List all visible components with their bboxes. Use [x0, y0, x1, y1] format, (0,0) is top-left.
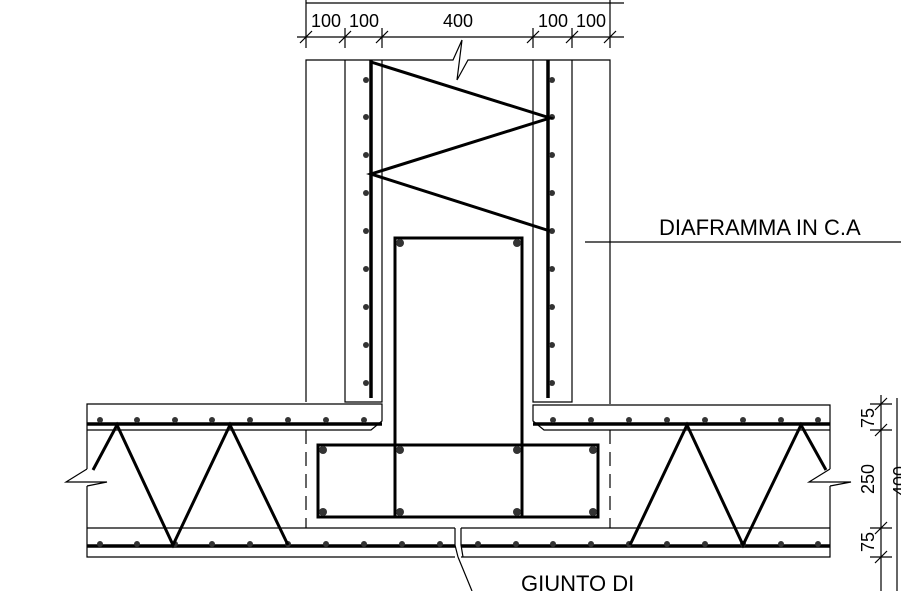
beam-corner-bars [319, 446, 597, 516]
dim-top-1: 100 [311, 11, 341, 31]
beam-stirrup-inner [393, 443, 524, 519]
joint-label: GIUNTO DI [521, 571, 634, 591]
dim-top-4: 100 [538, 11, 568, 31]
joint-leader-line [457, 556, 473, 591]
dim-right-4: 400 [890, 466, 901, 496]
slab-truss-left [91, 421, 290, 549]
slab-truss-right [628, 421, 828, 549]
slab-bar-dots [97, 417, 821, 547]
slab-outline [63, 403, 852, 558]
dim-top-2: 100 [349, 11, 379, 31]
dim-right-1: 75 [858, 408, 878, 428]
dim-top-3: 400 [443, 11, 473, 31]
slab-dashed-lines [305, 430, 611, 528]
right-dimension-chain [870, 395, 898, 591]
dim-right-2: 250 [858, 464, 878, 494]
wall-bar-dots [363, 77, 555, 386]
dim-top-5: 100 [576, 11, 606, 31]
central-stirrup [393, 236, 524, 445]
slab-main-bars [87, 422, 830, 548]
diaphragm-wall-outline [305, 39, 611, 404]
dim-right-3: 75 [858, 532, 878, 552]
central-stirrup-corners [396, 239, 521, 247]
diaphragm-label: DIAFRAMMA IN C.A [659, 215, 861, 240]
top-dimension-chain [297, 0, 624, 48]
wall-zigzag-stirrup [366, 60, 556, 233]
beam-stirrup-outer [316, 443, 600, 519]
